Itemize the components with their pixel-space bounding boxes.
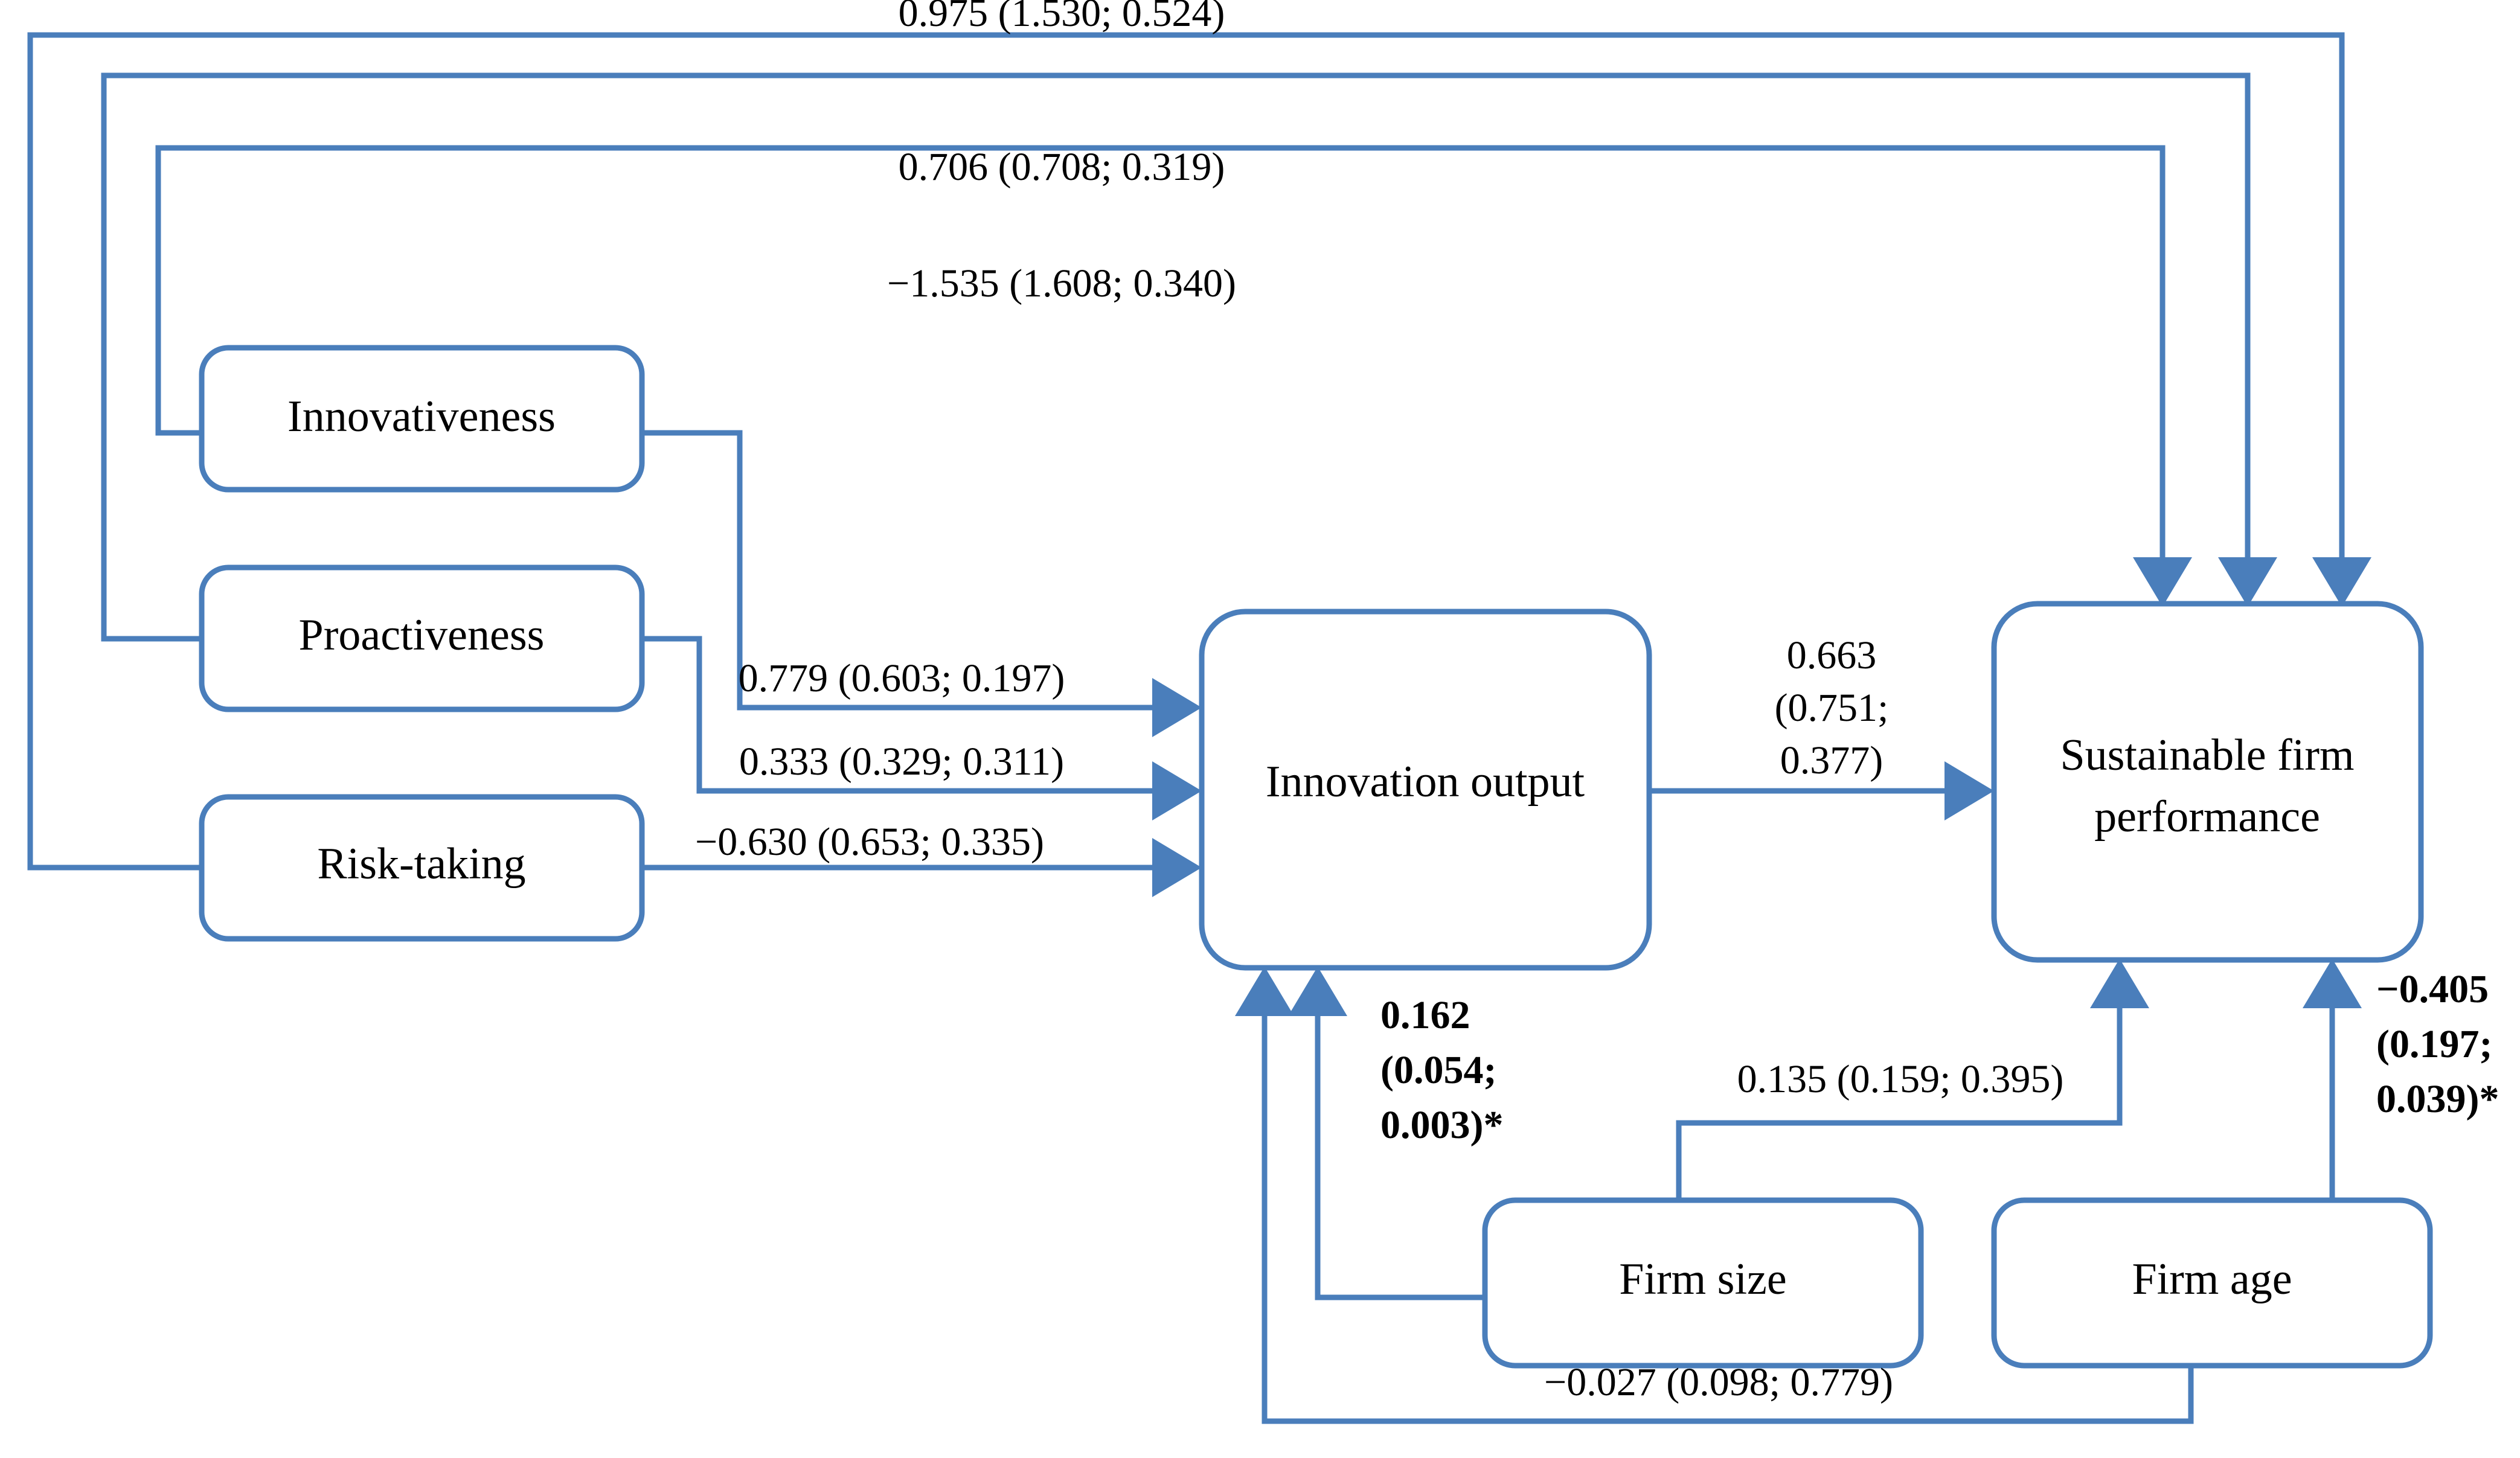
edge-innovativeness-to-sfp-arrowhead	[2133, 557, 2192, 607]
edge-firm-size-to-sfp-line	[1676, 982, 2123, 1200]
node-proactiveness-label: Proactiveness	[299, 610, 545, 660]
edge-proactiveness-to-sfp-line	[101, 72, 2251, 642]
edge-label-risk-taking-to-io: −0.630 (0.653; 0.335)	[695, 820, 1044, 864]
edge-firm-age-to-io-line	[1262, 990, 2194, 1424]
node-sustainable-firm-performance-label-line1: Sustainable firm	[2060, 731, 2354, 780]
edge-innovativeness-to-sfp-line	[155, 145, 2166, 584]
edge-label-innovativeness-to-io: 0.779 (0.603; 0.197)	[739, 656, 1065, 700]
node-innovativeness[interactable]	[199, 345, 645, 493]
edge-label-proactiveness-to-io: 0.333 (0.329; 0.311)	[739, 740, 1064, 784]
edge-risk-taking-to-sfp-arrowhead	[2312, 557, 2371, 607]
edge-label-firm-size-to-io-line3: 0.003)*	[1380, 1103, 1503, 1147]
edge-label-proactiveness-to-sfp: 0.706 (0.708; 0.319)	[899, 145, 1225, 189]
edge-label-firm-age-to-sfp-line1: −0.405	[2376, 967, 2489, 1011]
edge-label-io-to-sfp-line1: 0.663	[1787, 633, 1877, 677]
edge-innovativeness-to-io-arrowhead	[1152, 678, 1202, 737]
edge-label-firm-size-to-sfp: 0.135 (0.159; 0.395)	[1737, 1057, 2064, 1101]
node-firm-age[interactable]	[1991, 1197, 2433, 1369]
edge-label-firm-age-to-io: −0.027 (0.098; 0.779)	[1544, 1360, 1893, 1404]
node-proactiveness[interactable]	[199, 564, 645, 712]
edge-label-firm-age-to-sfp-line3: 0.039)*	[2376, 1077, 2499, 1121]
node-innovation-output[interactable]	[1199, 609, 1652, 971]
node-innovation-output-label: Innovation output	[1266, 757, 1585, 807]
node-firm-age-label: Firm age	[2132, 1255, 2292, 1304]
node-risk-taking[interactable]	[199, 794, 645, 942]
edge-label-firm-size-to-io-line1: 0.162	[1380, 993, 1470, 1037]
edge-label-firm-age-to-sfp-line2: (0.197;	[2376, 1022, 2492, 1066]
node-sustainable-firm-performance[interactable]	[1991, 601, 2424, 963]
edge-firm-size-to-io-arrowhead	[1288, 967, 1347, 1016]
node-sustainable-firm-performance-label-line2: performance	[2094, 792, 2320, 842]
edge-firm-size-to-io-line	[1315, 990, 1485, 1300]
edge-firm-size-to-sfp-arrowhead	[2090, 959, 2149, 1008]
edge-firm-age-to-sfp-arrowhead	[2303, 959, 2362, 1008]
edge-innovativeness-to-io-line	[642, 430, 1178, 711]
edge-proactiveness-to-sfp-arrowhead	[2218, 557, 2277, 607]
edge-proactiveness-to-io-line	[642, 636, 1178, 794]
edge-risk-taking-to-sfp-line	[27, 32, 2345, 871]
node-risk-taking-label: Risk-taking	[317, 839, 525, 889]
edge-firm-age-to-io-arrowhead	[1235, 967, 1294, 1016]
edge-proactiveness-to-io-arrowhead	[1152, 761, 1202, 820]
edge-label-risk-taking-to-sfp: 0.975 (1.530; 0.524)	[899, 0, 1225, 35]
edge-label-io-to-sfp-line3: 0.377)	[1780, 738, 1883, 782]
edge-label-io-to-sfp-line2: (0.751;	[1775, 686, 1889, 730]
edge-risk-taking-to-io-arrowhead	[1152, 838, 1202, 897]
edge-label-firm-size-to-io-line2: (0.054;	[1380, 1048, 1496, 1092]
node-firm-size-label: Firm size	[1619, 1255, 1786, 1304]
edge-label-innovativeness-to-sfp: −1.535 (1.608; 0.340)	[887, 261, 1236, 305]
node-innovativeness-label: Innovativeness	[287, 392, 556, 441]
node-firm-size[interactable]	[1482, 1197, 1924, 1369]
edge-io-to-sfp-arrowhead	[1945, 761, 1994, 820]
